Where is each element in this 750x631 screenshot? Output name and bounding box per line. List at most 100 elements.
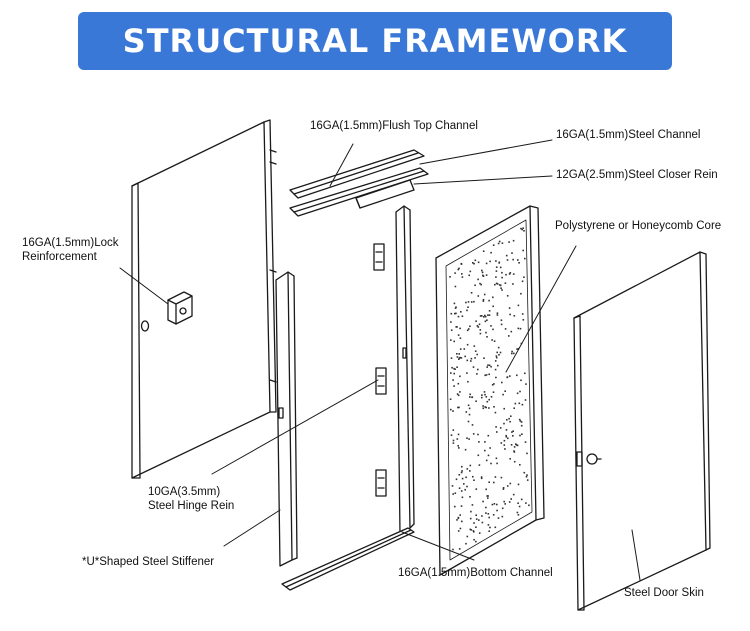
core-texture-dot (495, 457, 498, 460)
core-texture-dot (473, 300, 475, 303)
core-texture-dot (513, 407, 515, 409)
core-texture-dot (457, 406, 459, 409)
core-texture-dot (504, 448, 506, 450)
core-texture-dot (496, 351, 498, 354)
core-texture-dot (490, 396, 493, 398)
core-texture-dot (487, 454, 490, 457)
core-texture-dot (450, 408, 452, 411)
core-texture-dot (494, 476, 497, 478)
core-texture-dot (511, 252, 513, 254)
core-texture-dot (452, 379, 454, 381)
core-texture-dot (492, 514, 495, 516)
core-texture-dot (509, 375, 511, 377)
core-texture-dot (459, 356, 461, 359)
core-texture-dot (458, 487, 461, 489)
core-texture-dot (503, 444, 506, 446)
core-texture-dot (520, 498, 523, 501)
core-texture-dot (495, 276, 497, 278)
core-texture-dot (470, 510, 472, 513)
core-texture-dot (460, 490, 463, 492)
core-texture-dot (506, 419, 508, 421)
core-texture-dot (518, 505, 521, 508)
core-texture-dot (522, 227, 524, 229)
core-texture-dot (521, 313, 524, 315)
core-texture-dot (488, 407, 490, 409)
core-texture-dot (450, 339, 452, 341)
core-texture-dot (508, 335, 510, 337)
core-texture-dot (450, 329, 453, 331)
core-texture-dot (523, 230, 525, 232)
core-texture-dot (466, 309, 468, 312)
core-texture-dot (504, 282, 507, 284)
core-texture-dot (502, 393, 504, 396)
core-texture-dot (476, 325, 479, 327)
core-texture-dot (505, 434, 507, 437)
core-texture-dot (517, 502, 519, 504)
core-texture-dot (496, 283, 499, 285)
core-texture-dot (505, 273, 507, 276)
core-texture-dot (520, 424, 523, 427)
core-texture-dot (470, 360, 472, 362)
core-texture-dot (513, 446, 516, 448)
core-texture-dot (456, 519, 458, 521)
core-texture-dot (499, 351, 502, 354)
core-texture-dot (488, 310, 491, 312)
core-texture-dot (518, 402, 521, 405)
core-texture-dot (461, 315, 464, 317)
core-texture-dot (521, 403, 524, 406)
core-texture-dot (494, 283, 496, 286)
core-texture-dot (485, 406, 487, 409)
core-texture-dot (508, 307, 511, 309)
core-texture-dot (494, 360, 497, 362)
core-texture-dot (486, 366, 488, 368)
core-texture-dot (460, 505, 463, 507)
core-texture-dot (510, 444, 513, 446)
core-texture-dot (496, 462, 498, 465)
core-texture-dot (478, 519, 480, 521)
core-texture-dot (455, 306, 457, 308)
core-texture-dot (474, 350, 477, 352)
core-texture-dot (517, 304, 520, 307)
core-texture-dot (453, 372, 455, 375)
core-texture-dot (496, 509, 498, 512)
core-texture-dot (493, 406, 495, 408)
core-texture-dot (490, 365, 492, 368)
core-texture-dot (494, 411, 497, 414)
core-texture-dot (490, 462, 492, 465)
core-texture-dot (481, 521, 484, 524)
core-texture-dot (457, 433, 460, 436)
core-texture-dot (506, 376, 509, 378)
core-texture-dot (487, 524, 490, 526)
core-texture-dot (460, 357, 463, 359)
core-texture-dot (508, 241, 510, 243)
core-texture-dot (501, 242, 504, 244)
core-texture-dot (452, 439, 455, 442)
core-texture-dot (512, 430, 514, 432)
core-texture-dot (472, 530, 475, 532)
core-texture-dot (521, 228, 523, 231)
core-texture-dot (488, 314, 491, 316)
leader-lines (119, 139, 641, 581)
core-texture-dot (470, 292, 473, 294)
core-texture-dot (449, 276, 451, 278)
core-texture-dot (519, 434, 521, 437)
core-texture-dot (477, 295, 480, 297)
core-texture-dot (495, 356, 498, 359)
core-texture-dot (487, 495, 489, 497)
core-texture-dot (475, 400, 477, 402)
core-texture-dot (507, 437, 509, 440)
core-texture-dot (467, 420, 470, 423)
core-texture-dot (512, 493, 515, 496)
core-texture-dot (500, 287, 502, 289)
core-texture-dot (498, 240, 501, 243)
u-shaped-steel-stiffener (275, 271, 298, 567)
core-texture-dot (454, 285, 457, 288)
core-texture-dot (489, 447, 491, 449)
core-texture-dot (486, 336, 488, 338)
core-texture-dot (467, 306, 469, 308)
core-texture-dot (465, 301, 467, 304)
core-texture-dot (512, 435, 514, 437)
core-texture-dot (488, 530, 490, 532)
core-texture-dot (502, 487, 505, 489)
core-texture-dot (509, 482, 512, 485)
